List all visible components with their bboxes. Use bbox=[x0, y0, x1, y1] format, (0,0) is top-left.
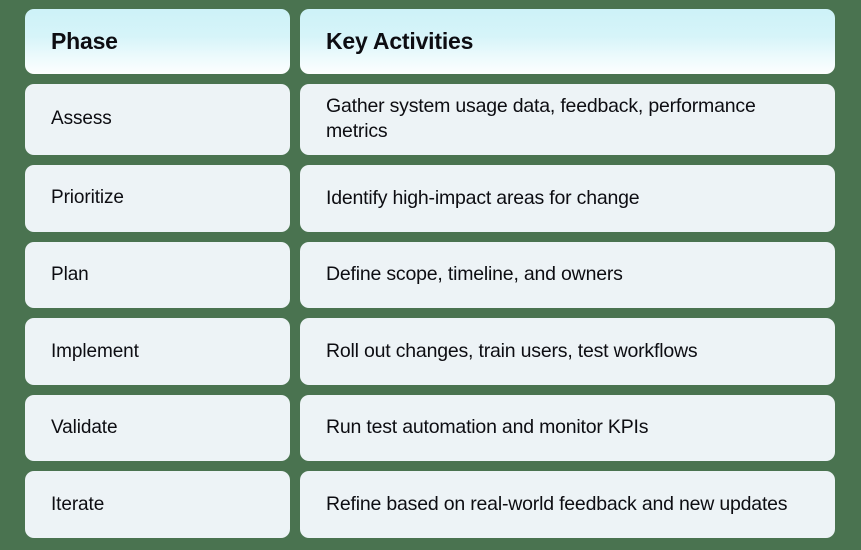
table-row: Validate Run test automation and monitor… bbox=[25, 394, 835, 462]
cell-activity-implement: Roll out changes, train users, test work… bbox=[300, 318, 835, 385]
column-header-key-activities-label: Key Activities bbox=[326, 27, 474, 54]
activity-label: Define scope, timeline, and owners bbox=[326, 263, 623, 286]
table-header-row: Phase Key Activities bbox=[25, 9, 835, 74]
activity-label: Identify high-impact areas for change bbox=[326, 186, 640, 209]
cell-activity-plan: Define scope, timeline, and owners bbox=[300, 241, 835, 309]
activity-label: Gather system usage data, feedback, perf… bbox=[326, 94, 756, 143]
phase-activities-table: Phase Key Activities Assess Gather syste… bbox=[25, 9, 835, 538]
phase-label: Validate bbox=[51, 417, 118, 439]
activity-label: Roll out changes, train users, test work… bbox=[326, 339, 698, 362]
cell-activity-iterate: Refine based on real-world feedback and … bbox=[300, 471, 835, 538]
phase-label: Plan bbox=[51, 264, 89, 286]
table-row: Implement Roll out changes, train users,… bbox=[25, 318, 835, 385]
phase-label: Assess bbox=[51, 108, 112, 130]
cell-activity-prioritize: Identify high-impact areas for change bbox=[300, 165, 835, 232]
cell-phase-validate: Validate bbox=[25, 394, 290, 462]
phase-label: Implement bbox=[51, 340, 139, 362]
table-row: Prioritize Identify high-impact areas fo… bbox=[25, 165, 835, 232]
activity-label: Refine based on real-world feedback and … bbox=[326, 492, 788, 515]
phase-label: Prioritize bbox=[51, 187, 124, 209]
column-header-phase-label: Phase bbox=[51, 27, 118, 54]
cell-phase-plan: Plan bbox=[25, 241, 290, 309]
cell-activity-validate: Run test automation and monitor KPIs bbox=[300, 394, 835, 462]
table-row: Iterate Refine based on real-world feedb… bbox=[25, 471, 835, 538]
cell-phase-prioritize: Prioritize bbox=[25, 165, 290, 232]
phase-label: Iterate bbox=[51, 493, 105, 515]
cell-phase-assess: Assess bbox=[25, 83, 290, 156]
table-row: Assess Gather system usage data, feedbac… bbox=[25, 83, 835, 156]
table-row: Plan Define scope, timeline, and owners bbox=[25, 241, 835, 309]
column-header-key-activities: Key Activities bbox=[300, 9, 835, 74]
cell-phase-implement: Implement bbox=[25, 318, 290, 385]
column-header-phase: Phase bbox=[25, 9, 290, 74]
activity-label: Run test automation and monitor KPIs bbox=[326, 416, 649, 439]
cell-phase-iterate: Iterate bbox=[25, 471, 290, 538]
cell-activity-assess: Gather system usage data, feedback, perf… bbox=[300, 83, 835, 156]
